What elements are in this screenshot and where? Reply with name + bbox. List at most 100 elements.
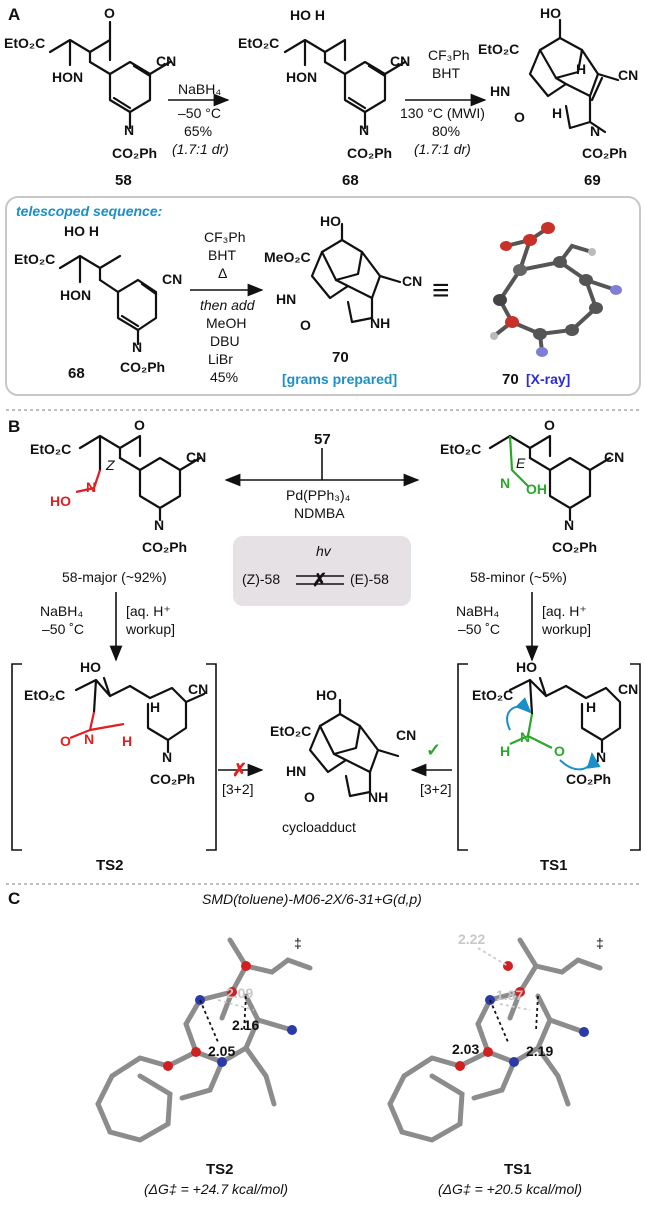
telescoped-structure-68	[58, 254, 158, 346]
telescoped-title: telescoped sequence:	[16, 203, 162, 219]
adduct-nh: NH	[368, 789, 388, 805]
tel-68-co2ph: CO₂Ph	[120, 359, 165, 375]
adduct-cn: CN	[396, 727, 416, 743]
xray-label: [X-ray]	[526, 371, 570, 387]
cpd68-ho-h: HO H	[290, 7, 325, 23]
panel-label-a: A	[8, 5, 20, 24]
cpd70-cn: CN	[402, 273, 422, 289]
minor-n: N	[564, 517, 574, 533]
ts1-hbond-187	[499, 1003, 531, 1011]
cpd69-cn: CN	[618, 67, 638, 83]
structure-69	[528, 18, 620, 134]
tel-reagent4: MeOH	[206, 315, 246, 331]
telescoped-box	[5, 196, 641, 396]
sm58-hon: HON	[52, 69, 83, 85]
ts2-cn: CN	[188, 681, 208, 697]
iso-left: (Z)-58	[242, 571, 280, 587]
ts1-bond-219	[535, 995, 539, 1031]
ts2-hbond-209	[217, 999, 255, 1011]
ts1-h: H	[586, 699, 596, 715]
compound-69-label: 69	[584, 172, 601, 189]
sm58-n: N	[124, 122, 134, 138]
tel-compound-68-label: 68	[68, 365, 85, 382]
panel-label-b: B	[8, 417, 20, 436]
structure-58-minor	[488, 434, 612, 522]
major-n: N	[154, 517, 164, 533]
major-ester: EtO₂C	[30, 441, 71, 457]
ts2-ester: EtO₂C	[24, 687, 65, 703]
ts1-n-green: N	[520, 729, 530, 745]
major-label: 58-major (~92%)	[62, 569, 167, 585]
ts1-ho: HO	[516, 659, 537, 675]
step2-reagent2: BHT	[432, 65, 460, 81]
major-cn: CN	[186, 449, 206, 465]
ts2-co2ph: CO₂Ph	[150, 771, 195, 787]
ts2-cycloaddition: [3+2]	[222, 781, 254, 797]
catalyst-pd: Pd(PPh₃)₄	[286, 487, 351, 503]
step2-reagent1: CF₃Ph	[428, 47, 470, 63]
computation-method: SMD(toluene)-M06-2X/6-31+G(d,p)	[202, 891, 422, 907]
tel-reagent3: Δ	[218, 265, 227, 281]
tel-reagent6: LiBr	[208, 351, 233, 367]
ts1-label: TS1	[540, 857, 568, 874]
cpd68-hon: HON	[286, 69, 317, 85]
cpd68-n: N	[359, 122, 369, 138]
xray-compound-number: 70	[502, 371, 519, 388]
ts2-cross: ✗	[232, 760, 247, 780]
adduct-o: O	[304, 789, 315, 805]
ts2-3d-label: TS2	[206, 1161, 234, 1178]
tel-68-cn: CN	[162, 271, 182, 287]
cpd68-cn: CN	[390, 53, 410, 69]
minor-n-green: N	[500, 475, 510, 491]
ts2-o-red: O	[60, 733, 71, 749]
cpd69-h2: H	[552, 105, 562, 121]
sm58-ester: EtO₂C	[4, 35, 45, 51]
ts2-h-red: H	[122, 733, 132, 749]
ts1-distance-1: 2.22	[458, 931, 485, 947]
right-reagent2: –50 ˚C	[458, 621, 500, 637]
right-workup1: [aq. H⁺	[542, 603, 587, 619]
photoisomerization-box	[233, 536, 411, 606]
cpd69-ho: HO	[540, 5, 561, 21]
minor-oh-green: OH	[526, 481, 547, 497]
cpd69-hn: HN	[490, 83, 510, 99]
ts2-n: N	[162, 749, 172, 765]
ts1-distance-3: 2.03	[452, 1041, 479, 1057]
adduct-hn: HN	[286, 763, 306, 779]
iso-right: (E)-58	[350, 571, 389, 587]
ts2-3d-model	[95, 937, 313, 1143]
ts1-structure	[506, 676, 622, 771]
ts1-n: N	[596, 749, 606, 765]
tel-68-ester: EtO₂C	[14, 251, 55, 267]
cpd69-h1: H	[576, 61, 586, 77]
ts1-energy: (ΔG‡ = +20.5 kcal/mol)	[438, 1181, 582, 1197]
ts1-dagger: ‡	[596, 935, 604, 951]
cpd70-o: O	[300, 317, 311, 333]
right-reagent1: NaBH₄	[456, 603, 499, 619]
sm58-co2ph: CO₂Ph	[112, 145, 157, 161]
tel-68-hon: HON	[60, 287, 91, 303]
ts2-label: TS2	[96, 857, 124, 874]
ts1-3d-label: TS1	[504, 1161, 532, 1178]
compound-68-label: 68	[342, 172, 359, 189]
major-n-red: N	[86, 479, 96, 495]
ts1-check: ✓	[426, 740, 441, 760]
ts1-brackets	[457, 663, 641, 851]
ts2-bond-205	[199, 999, 219, 1043]
tel-reagent2: BHT	[208, 247, 236, 263]
major-ho-red: HO	[50, 493, 71, 509]
ts1-ester: EtO₂C	[472, 687, 513, 703]
compound-58-label: 58	[115, 172, 132, 189]
cpd69-n: N	[590, 123, 600, 139]
adduct-ester: EtO₂C	[270, 723, 311, 739]
compound-57-label: 57	[314, 431, 331, 448]
no-equilibrium-cross: ✗	[312, 570, 327, 590]
left-reagent1: NaBH₄	[40, 603, 83, 619]
cpd68-co2ph: CO₂Ph	[347, 145, 392, 161]
adduct-ho: HO	[316, 687, 337, 703]
ts1-3d-model	[387, 937, 603, 1143]
cpd69-co2ph: CO₂Ph	[582, 145, 627, 161]
ts2-distance-3: 2.05	[208, 1043, 235, 1059]
minor-co2ph: CO₂Ph	[552, 539, 597, 555]
ts2-dagger: ‡	[294, 935, 302, 951]
